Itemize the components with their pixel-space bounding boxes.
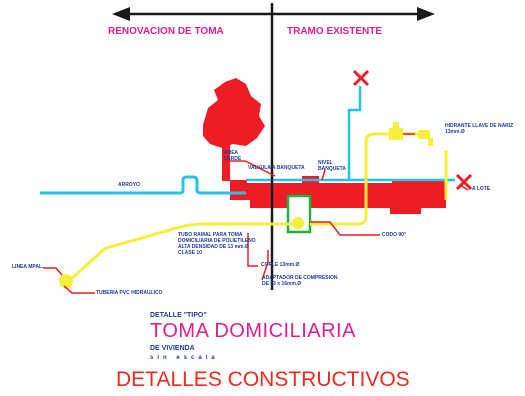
arrow-left-icon bbox=[112, 7, 130, 21]
service-line-blue bbox=[347, 86, 362, 180]
arrow-right-icon bbox=[417, 7, 435, 21]
header-right-label: TRAMO EXISTENTE bbox=[287, 26, 383, 37]
arroyo-label: ARROYO bbox=[118, 182, 140, 188]
header-left-label: RENOVACION DE TOMA bbox=[108, 26, 224, 37]
de-vivienda-label: DE VIVIENDA bbox=[150, 345, 195, 352]
tubo-label: TUBO RAMAL PARA TOMA DOMICILIARIA DE POL… bbox=[178, 232, 256, 256]
tubo-label-line: TUBO RAMAL PARA TOMA bbox=[178, 232, 243, 238]
adaptador-label-line: DE 13 x 16mm.Ø bbox=[262, 281, 302, 287]
hydrant-icon bbox=[389, 122, 403, 140]
tubo-label-line: DOMICILIARIA DE POLIETILENO bbox=[178, 238, 256, 244]
toma-domiciliaria-title: TOMA DOMICILIARIA bbox=[150, 320, 356, 342]
close-icon bbox=[352, 69, 370, 87]
hidrante-label: HIDRANTE LLAVE DE NARIZ 13mm.Ø bbox=[445, 123, 514, 135]
adaptador-label-line: ADAPTADOR DE COMPRESION bbox=[262, 275, 338, 281]
dimension-arrow bbox=[112, 7, 435, 21]
valvula-label: VALVULA A BANQUETA bbox=[248, 165, 305, 171]
tree-icon bbox=[203, 78, 265, 181]
adaptador-label: ADAPTADOR DE COMPRESION DE 13 x 16mm.Ø bbox=[262, 275, 337, 287]
water-line bbox=[40, 175, 455, 195]
close-icon bbox=[455, 173, 473, 191]
nivel-banqueta-label: NIVEL BANQUETA bbox=[318, 160, 346, 172]
ground-profile bbox=[230, 176, 446, 214]
meter-node bbox=[59, 274, 73, 288]
valve-node bbox=[292, 217, 304, 229]
detalles-constructivos-title: DETALLES CONSTRUCTIVOS bbox=[116, 368, 410, 391]
tubo-label-line: CLASE 10 bbox=[178, 250, 202, 256]
sin-escala-label: sin escala bbox=[150, 355, 219, 361]
cople-label: COPLE 13mm.Ø bbox=[261, 262, 300, 268]
tubo-label-line: ALTA DENSIDAD DE 13 mm.Ø bbox=[178, 244, 249, 250]
faucet-icon bbox=[418, 130, 433, 146]
area-verde-label: AREA VERDE bbox=[224, 150, 242, 162]
tuberia-label: TUBERIA PVC HIDRAULICO bbox=[96, 290, 163, 296]
codo-label: CODO 90° bbox=[382, 232, 406, 238]
detalle-tipo-label: DETALLE "TIPO" bbox=[150, 312, 207, 319]
a-lote-label: A LOTE bbox=[472, 186, 491, 192]
linea-mpal-label: LINEA MPAL. bbox=[12, 264, 44, 270]
leader-lines bbox=[43, 101, 469, 294]
